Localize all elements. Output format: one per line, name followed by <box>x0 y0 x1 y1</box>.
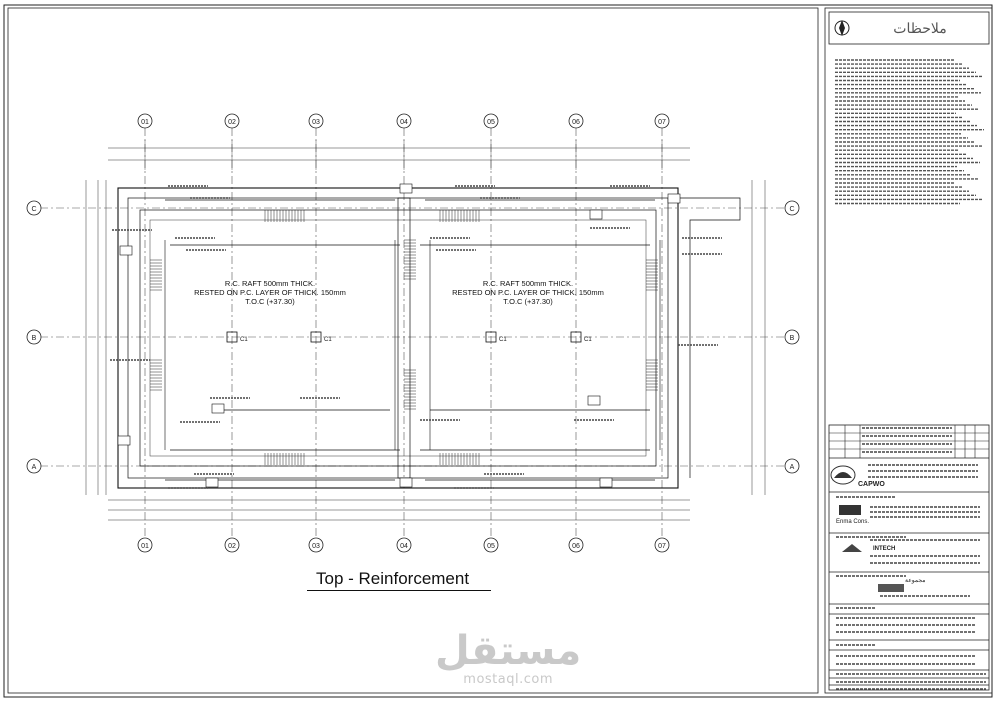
grid-bubble-top <box>137 113 153 129</box>
grid-bubble-right <box>784 329 800 345</box>
grid-bubble-bottom <box>396 537 412 553</box>
consultant-2-logo-icon <box>842 544 862 552</box>
grid-label-right: B <box>790 335 795 342</box>
raft-label-left: T.O.C (+37.30) <box>245 297 295 306</box>
raft-label-left: R.C. RAFT 500mm THICK. <box>225 279 315 288</box>
consultant-logo-icon <box>839 505 861 515</box>
grid-bubble-bottom <box>224 537 240 553</box>
opening-tag-box <box>399 183 413 194</box>
grid-bubble-top <box>224 113 240 129</box>
grid-label-left: A <box>32 464 37 471</box>
opening-tag-box <box>667 193 681 204</box>
column-c1 <box>310 331 322 343</box>
column-c1-label: C1 <box>324 337 332 343</box>
grid-bubble-top <box>568 113 584 129</box>
column-c1-label: C1 <box>499 337 507 343</box>
opening-tag-box <box>119 245 133 256</box>
grid-bubble-right <box>784 200 800 216</box>
consultant-3-logo-icon <box>878 584 904 592</box>
grid-bubble-bottom <box>137 537 153 553</box>
grid-bubble-top <box>396 113 412 129</box>
grid-bubble-left <box>26 458 42 474</box>
grid-bubble-left <box>26 329 42 345</box>
column-c1 <box>226 331 238 343</box>
right-extension <box>668 197 741 478</box>
opening-tag-box <box>117 435 131 446</box>
opening-tag-box <box>599 477 613 488</box>
north-arrow-needle-icon <box>839 20 845 36</box>
grid-label-top: 07 <box>658 119 666 126</box>
grid-label-top: 05 <box>487 119 495 126</box>
grid-label-top: 02 <box>228 119 236 126</box>
grid-bubble-top <box>308 113 324 129</box>
grid-bubble-left <box>26 200 42 216</box>
general-notes-block <box>835 59 984 205</box>
column-c1 <box>570 331 582 343</box>
grid-label-top: 01 <box>141 119 149 126</box>
plan-title: Top - Reinforcement <box>316 569 470 588</box>
drawing-frame <box>7 7 819 694</box>
column-c1-label: C1 <box>240 337 248 343</box>
grid-label-right: A <box>790 464 795 471</box>
consultant-2-text: INTECH <box>873 546 895 552</box>
grid-label-bottom: 01 <box>141 543 149 550</box>
grid-label-bottom: 06 <box>572 543 580 550</box>
grid-label-bottom: 02 <box>228 543 236 550</box>
opening-tag-box <box>399 477 413 488</box>
grid-bubble-top <box>654 113 670 129</box>
grid-label-left: C <box>31 206 36 213</box>
raft-label-right: RESTED ON P.C. LAYER OF THICK. 150mm <box>452 288 604 297</box>
grid-bubble-bottom <box>483 537 499 553</box>
column-c1 <box>485 331 497 343</box>
grid-bubble-right <box>784 458 800 474</box>
consultant-1-text: Enma Cons. <box>836 519 869 525</box>
raft-outline <box>117 187 679 489</box>
grid-label-top: 04 <box>400 119 408 126</box>
client-logo-icon <box>830 465 856 485</box>
client-logo-text: CAPWO <box>858 481 885 488</box>
grid-label-bottom: 03 <box>312 543 320 550</box>
raft-label-left: RESTED ON P.C. LAYER OF THICK. 150mm <box>194 288 346 297</box>
opening-tag-box <box>589 209 603 220</box>
grid-label-bottom: 07 <box>658 543 666 550</box>
column-c1-label: C1 <box>584 337 592 343</box>
grid-label-right: C <box>789 206 794 213</box>
grid-bubble-top <box>483 113 499 129</box>
notes-header-text: ملاحظات <box>893 20 946 36</box>
grid-bubble-bottom <box>654 537 670 553</box>
opening-tag-box <box>205 477 219 488</box>
watermark: مستقل mostaql.com <box>435 630 581 687</box>
opening-tag-box <box>211 403 225 414</box>
grid-label-bottom: 05 <box>487 543 495 550</box>
raft-label-right: T.O.C (+37.30) <box>503 297 553 306</box>
grid-bubble-bottom <box>568 537 584 553</box>
grid-label-top: 06 <box>572 119 580 126</box>
grid-label-left: B <box>32 335 37 342</box>
plan-title-underline <box>307 590 491 591</box>
sidebar-frame <box>824 7 993 694</box>
grid-bubble-bottom <box>308 537 324 553</box>
watermark-arabic: مستقل <box>435 628 582 674</box>
watermark-latin: mostaql.com <box>463 672 553 687</box>
raft-label-right: R.C. RAFT 500mm THICK. <box>483 279 573 288</box>
grid-label-bottom: 04 <box>400 543 408 550</box>
grid-label-top: 03 <box>312 119 320 126</box>
title-block: CAPWO Enma Cons. INTECH مجموعة <box>828 424 990 691</box>
notes-header-box <box>828 11 990 45</box>
consultant-3-text: مجموعة <box>905 578 925 584</box>
opening-tag-box <box>587 395 601 406</box>
